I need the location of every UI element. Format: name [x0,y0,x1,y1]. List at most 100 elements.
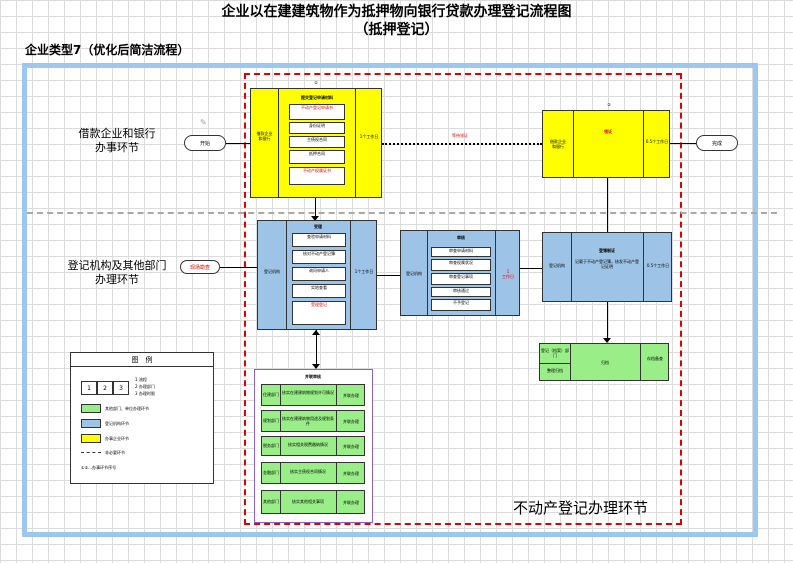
legend-label-blue: 登记机构环节 [105,421,129,426]
step1-actor: 借款企业 和银行 [256,131,273,141]
parallel-row-1-mode: 并联办理 [343,393,359,398]
legend-dashed-line [81,452,101,453]
end-node[interactable]: 完成 [696,135,738,151]
record-box: 登记机构 0.5个工作日 登簿制证 记载于不动产登记簿，核发不动产登记证明 [542,232,672,302]
step1-item-5: 不动产权属证书 [289,167,345,185]
parallel-row-2-mode: 并联办理 [343,419,359,424]
parallel-row-4-mode: 并联办理 [343,471,359,476]
accept-item-5: 受理登记 [292,301,346,325]
legend: 图 例 1 2 3 1 流程 2 办理部门 3 办理时限 其他部门、单位办理环节… [70,352,214,484]
review-item-2: 审查权属状况 [431,259,491,271]
record-time: 0.5个工作日 [646,263,670,268]
accept-item-2: 核对不动产登记簿 [292,250,346,264]
step2-number: ② [607,102,611,107]
record-actor: 登记机构 [549,263,565,268]
lane-separator [27,212,777,214]
legend-cell-2: 2 [97,381,113,395]
parallel-row-3-task: 核实相关税费缴纳情况 [288,442,328,447]
parallel-header: 并联审核 [305,374,321,379]
accept-box: 登记机构 1个工作日 受理 查验申请材料 核对不动产登记簿 询问申请人 实地查看… [257,220,377,330]
review-item-5: 不予登记 [431,299,491,311]
step1-header: 提交登记申请材料 [301,95,333,100]
parallel-row-5-mode: 并联办理 [343,500,359,505]
lane-label-realty: 不动产登记办理环节 [513,499,649,517]
arrow-wait [382,143,542,145]
lane-label-top: 借款企业和银行 办事环节 [78,127,156,154]
step1-box: 借款企业 和银行 1个工作日 提交登记申请材料 不动产登记申请书 身份证明 主债… [250,88,382,198]
legend-label-number: ①②…办事环节序号 [81,465,117,470]
review-item-4: 审核通过 [431,287,491,297]
arrow-review-record [520,268,542,269]
record-header: 登簿制证 [599,248,615,253]
legend-label-dashed: 非必要环节 [105,450,125,455]
legend-title: 图 例 [71,353,213,367]
legend-cell-3: 3 [113,381,129,395]
legend-label-green: 其他部门、单位办理环节 [105,406,149,411]
realty-registration-frame [244,73,682,525]
parallel-row-3-dept: 税务部门 [263,443,279,448]
archive-box: 登记（档案）部门 整理归档 归档 存档备查 [539,343,669,381]
parallel-row-2-dept: 规划部门 [263,418,279,423]
legend-note-2: 2 办理部门 [135,384,155,389]
archive-mid: 归档 [601,360,609,365]
archive-left-top: 登记（档案）部门 [541,348,569,358]
accept-item-1: 查验申请材料 [292,233,346,247]
step1-time: 1个工作日 [359,134,379,139]
parallel-row-4: 金融部门 核实主债权合同情况 并联办理 [261,462,365,484]
parallel-row-3: 税务部门 核实相关税费缴纳情况 并联办理 [261,436,365,456]
parallel-row-4-task: 核实主债权合同情况 [290,469,326,474]
accept-item-4: 实地查看 [292,284,346,298]
onsite-node[interactable]: 现场勘查 [180,260,220,274]
parallel-row-2: 规划部门 核实在建建筑物用途及规划条件 并联办理 [261,410,365,432]
accept-item-3: 询问申请人 [292,267,346,281]
parallel-row-4-dept: 金融部门 [263,470,279,475]
parallel-row-5: 其他部门 核实其他相关事项 并联办理 [261,490,365,514]
legend-swatch-yellow [81,434,101,443]
review-box: 登记机构 1 工作日 审核 审查申请材料 审查权属状况 审查登记事项 审核通过 … [400,230,520,316]
archive-left-bottom: 整理归档 [547,368,563,373]
arrow-step1-accept [315,198,316,220]
step1-item-4: 抵押合同 [289,150,345,164]
parallel-box: 并联审核 住建部门 核实在建建筑物规划许可情况 并联办理 规划部门 核实在建建筑… [254,369,373,523]
parallel-row-2-task: 核实在建建筑物用途及规划条件 [282,416,334,426]
step2-box: 借款企业 和银行 0.5个工作日 领证 [542,110,670,178]
step2-actor: 借款企业 和银行 [550,139,566,149]
parallel-row-1-task: 核实在建建筑物规划许可情况 [282,390,334,395]
legend-label-yellow: 办事企业环节 [105,436,129,441]
step1-item-2: 身份证明 [289,122,345,134]
legend-note-1: 1 流程 [135,377,147,382]
accept-time: 1个工作日 [354,269,374,274]
subtitle: 企业类型7（优化后简洁流程） [25,43,190,57]
step1-item-1: 不动产登记申请书 [289,104,345,120]
lane-label-bottom: 登记机构及其他部门 办理环节 [67,259,167,286]
parallel-row-1: 住建部门 核实在建建筑物规划许可情况 并联办理 [261,384,365,406]
review-note: 1 工作日 [502,269,514,279]
parallel-row-3-mode: 并联办理 [343,444,359,449]
arrow-record-step2 [607,178,608,232]
arrow-accept-review [377,275,400,276]
page-title-sub: （抵押登记） [354,22,439,38]
legend-cell-1: 1 [81,381,97,395]
step2-header: 领证 [604,129,612,134]
review-item-3: 审查登记事项 [431,273,491,285]
arrow-accept-parallel [316,330,317,368]
outer-frame [22,63,758,537]
archive-right: 存档备查 [647,356,663,361]
step1-number: ① [314,80,318,85]
legend-swatch-blue [81,419,101,428]
parallel-row-5-dept: 其他部门 [263,499,279,504]
wait-label: 等待领证 [452,133,468,138]
legend-note-3: 3 办理时限 [135,391,155,396]
arrow-record-archive [607,302,608,342]
accept-header: 受理 [314,224,322,229]
page-title: 企业以在建建筑物作为抵押物向银行贷款办理登记流程图 [221,4,572,20]
step2-time: 0.5个工作日 [645,139,669,144]
legend-swatch-green [81,404,101,413]
arrow-start [226,143,250,144]
parallel-row-1-dept: 住建部门 [263,392,279,397]
arrow-onsite [220,267,257,268]
accept-actor: 登记机构 [264,269,280,274]
parallel-row-5-task: 核实其他相关事项 [292,499,324,504]
start-node[interactable]: 开始 [184,135,226,151]
pointer-icon: ✎ [200,118,207,127]
